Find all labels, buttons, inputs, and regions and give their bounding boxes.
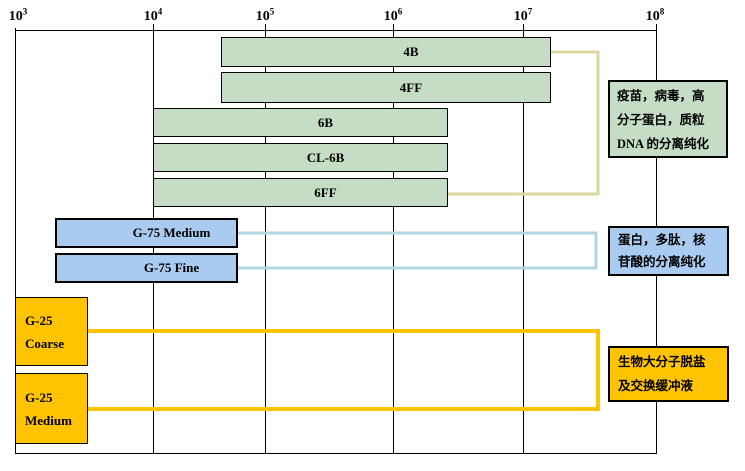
annotation-green-group: 疫苗，病毒，高 分子蛋白，质粒 DNA 的分离纯化 [608, 80, 728, 158]
annotation-text: 蛋白，多肽，核 苷酸的分离纯化 [618, 233, 706, 269]
bar-sepharose-4ff: 4FF [221, 72, 551, 103]
x-tick-label-10e4: 104 [143, 6, 163, 26]
bar-g25-coarse: G-25 Coarse [15, 297, 88, 366]
x-tick-label-10e6: 106 [383, 6, 403, 26]
tick-base: 10 [383, 9, 398, 24]
annotation-yellow-group: 生物大分子脱盐 及交换缓冲液 [608, 346, 729, 402]
bar-label: 4FF [399, 79, 423, 95]
tick-exponent: 8 [659, 6, 665, 17]
bar-sepharose-6b: 6B [153, 108, 448, 137]
bar-label: G-25 Medium [25, 389, 72, 428]
tick-exponent: 7 [527, 6, 533, 17]
bar-label: G-25 Coarse [25, 312, 64, 351]
tick-base: 10 [513, 9, 528, 24]
annotation-text: 疫苗，病毒，高 分子蛋白，质粒 DNA 的分离纯化 [617, 89, 710, 151]
x-tick-label-10e3: 103 [8, 6, 28, 26]
tick-exponent: 6 [397, 6, 403, 17]
bar-sepharose-cl6b: CL-6B [153, 143, 448, 172]
bar-label: 4B [403, 44, 419, 59]
annotation-blue-group: 蛋白，多肽，核 苷酸的分离纯化 [608, 226, 729, 276]
bar-label: CL-6B [306, 149, 345, 165]
x-tick-label-10e7: 107 [513, 6, 533, 26]
top-axis-line [15, 30, 657, 31]
bottom-axis-line [15, 453, 657, 454]
bar-label: G-75 Medium [132, 225, 211, 240]
x-tick-label-10e5: 105 [255, 6, 275, 26]
connector-blue-group [238, 231, 598, 270]
bar-label: 6FF [314, 184, 337, 200]
bar-g75-fine: G-75 Fine [55, 253, 238, 283]
bar-g75-medium: G-75 Medium [55, 218, 238, 248]
annotation-text: 生物大分子脱盐 及交换缓冲液 [618, 355, 706, 393]
bar-sepharose-4b: 4B [221, 37, 551, 67]
tick-exponent: 3 [22, 6, 28, 17]
tick-base: 10 [645, 9, 660, 24]
tick-base: 10 [255, 9, 270, 24]
tick-base: 10 [8, 9, 23, 24]
tick-exponent: 5 [269, 6, 275, 17]
connector-yellow-group [88, 329, 600, 411]
bar-label: G-75 Fine [143, 260, 200, 275]
x-tick-label-10e8: 108 [645, 6, 665, 26]
bar-sepharose-6ff: 6FF [153, 178, 448, 207]
tick-exponent: 4 [157, 6, 163, 17]
gridline-10e3 [15, 28, 16, 453]
bar-label: 6B [317, 114, 334, 130]
bar-g25-medium: G-25 Medium [15, 373, 88, 444]
tick-base: 10 [143, 9, 158, 24]
